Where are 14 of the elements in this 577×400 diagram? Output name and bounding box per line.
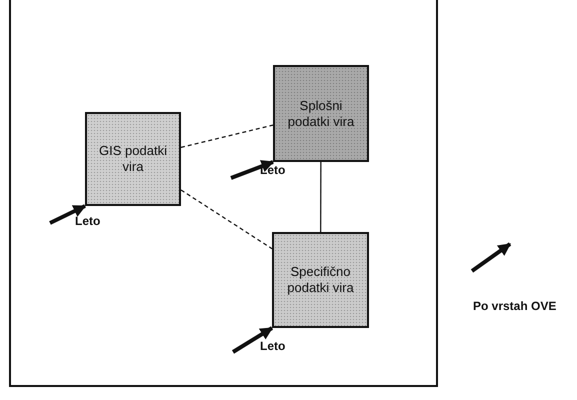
arrow [49,204,86,225]
legend-label: Po vrstah OVE [472,299,558,313]
process-box [273,65,369,162]
edge-label: Leto [259,339,286,353]
process-box [85,112,181,206]
connector-line [180,189,272,250]
edge-label: Leto [74,214,102,228]
process-box [272,232,369,328]
node-label: Specifično podatki vira [286,264,355,296]
connector-line [320,162,322,232]
node-label: GIS podatki vira [98,143,168,175]
node-label: Splošni podatki vira [286,98,356,130]
arrow [232,326,274,354]
connector-line [180,124,274,148]
